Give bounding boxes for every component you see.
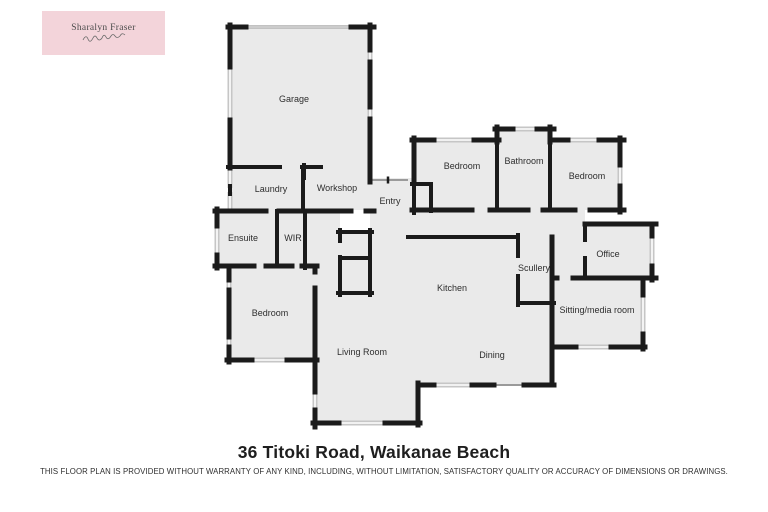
exterior-wall-lines bbox=[212, 22, 659, 430]
room-label-bedroom-right: Bedroom bbox=[569, 171, 606, 181]
ensuite-wir-floor bbox=[215, 210, 315, 266]
window-center-lines bbox=[216, 48, 653, 424]
logo-flourish-icon bbox=[82, 33, 125, 42]
door-lines bbox=[246, 25, 526, 386]
lobby-floor bbox=[552, 210, 585, 278]
bedroom-left-floor bbox=[227, 266, 315, 360]
pantry-rooms-floor bbox=[338, 230, 372, 295]
interior-walls bbox=[226, 140, 587, 307]
closet-floor bbox=[412, 182, 433, 213]
address-title: 36 Titoki Road, Waikanae Beach bbox=[237, 442, 511, 462]
room-label-kitchen: Kitchen bbox=[437, 283, 467, 293]
sitting-floor bbox=[552, 278, 645, 347]
room-label-sitting-media: Sitting/media room bbox=[559, 305, 634, 315]
room-labels: Garage Laundry Workshop Entry Bedroom Ba… bbox=[228, 94, 635, 360]
office-floor bbox=[585, 224, 654, 278]
agent-logo: Sharalyn Fraser bbox=[42, 11, 165, 55]
room-label-entry: Entry bbox=[379, 196, 401, 206]
room-label-scullery: Scullery bbox=[518, 263, 551, 273]
room-label-laundry: Laundry bbox=[255, 184, 288, 194]
room-label-workshop: Workshop bbox=[317, 183, 357, 193]
hallway-floor bbox=[372, 210, 585, 237]
room-label-office: Office bbox=[596, 249, 619, 259]
room-label-wir: WIR bbox=[284, 233, 302, 243]
garage-block-floor bbox=[228, 25, 372, 210]
room-label-bedroom-top: Bedroom bbox=[444, 161, 481, 171]
exterior-walls bbox=[212, 22, 659, 430]
room-label-bedroom-left: Bedroom bbox=[252, 308, 289, 318]
interior-wall-lines bbox=[226, 140, 587, 307]
room-label-living-room: Living Room bbox=[337, 347, 387, 357]
disclaimer-text: THIS FLOOR PLAN IS PROVIDED WITHOUT WARR… bbox=[40, 467, 728, 476]
bedroom-row-floor bbox=[412, 138, 622, 210]
room-label-garage: Garage bbox=[279, 94, 309, 104]
windows-centerline bbox=[216, 48, 653, 424]
floor-fill bbox=[215, 25, 654, 425]
living-bottom-floor bbox=[315, 385, 418, 425]
agent-name: Sharalyn Fraser bbox=[71, 23, 136, 33]
room-label-dining: Dining bbox=[479, 350, 505, 360]
room-label-ensuite: Ensuite bbox=[228, 233, 258, 243]
room-label-bathroom: Bathroom bbox=[504, 156, 543, 166]
